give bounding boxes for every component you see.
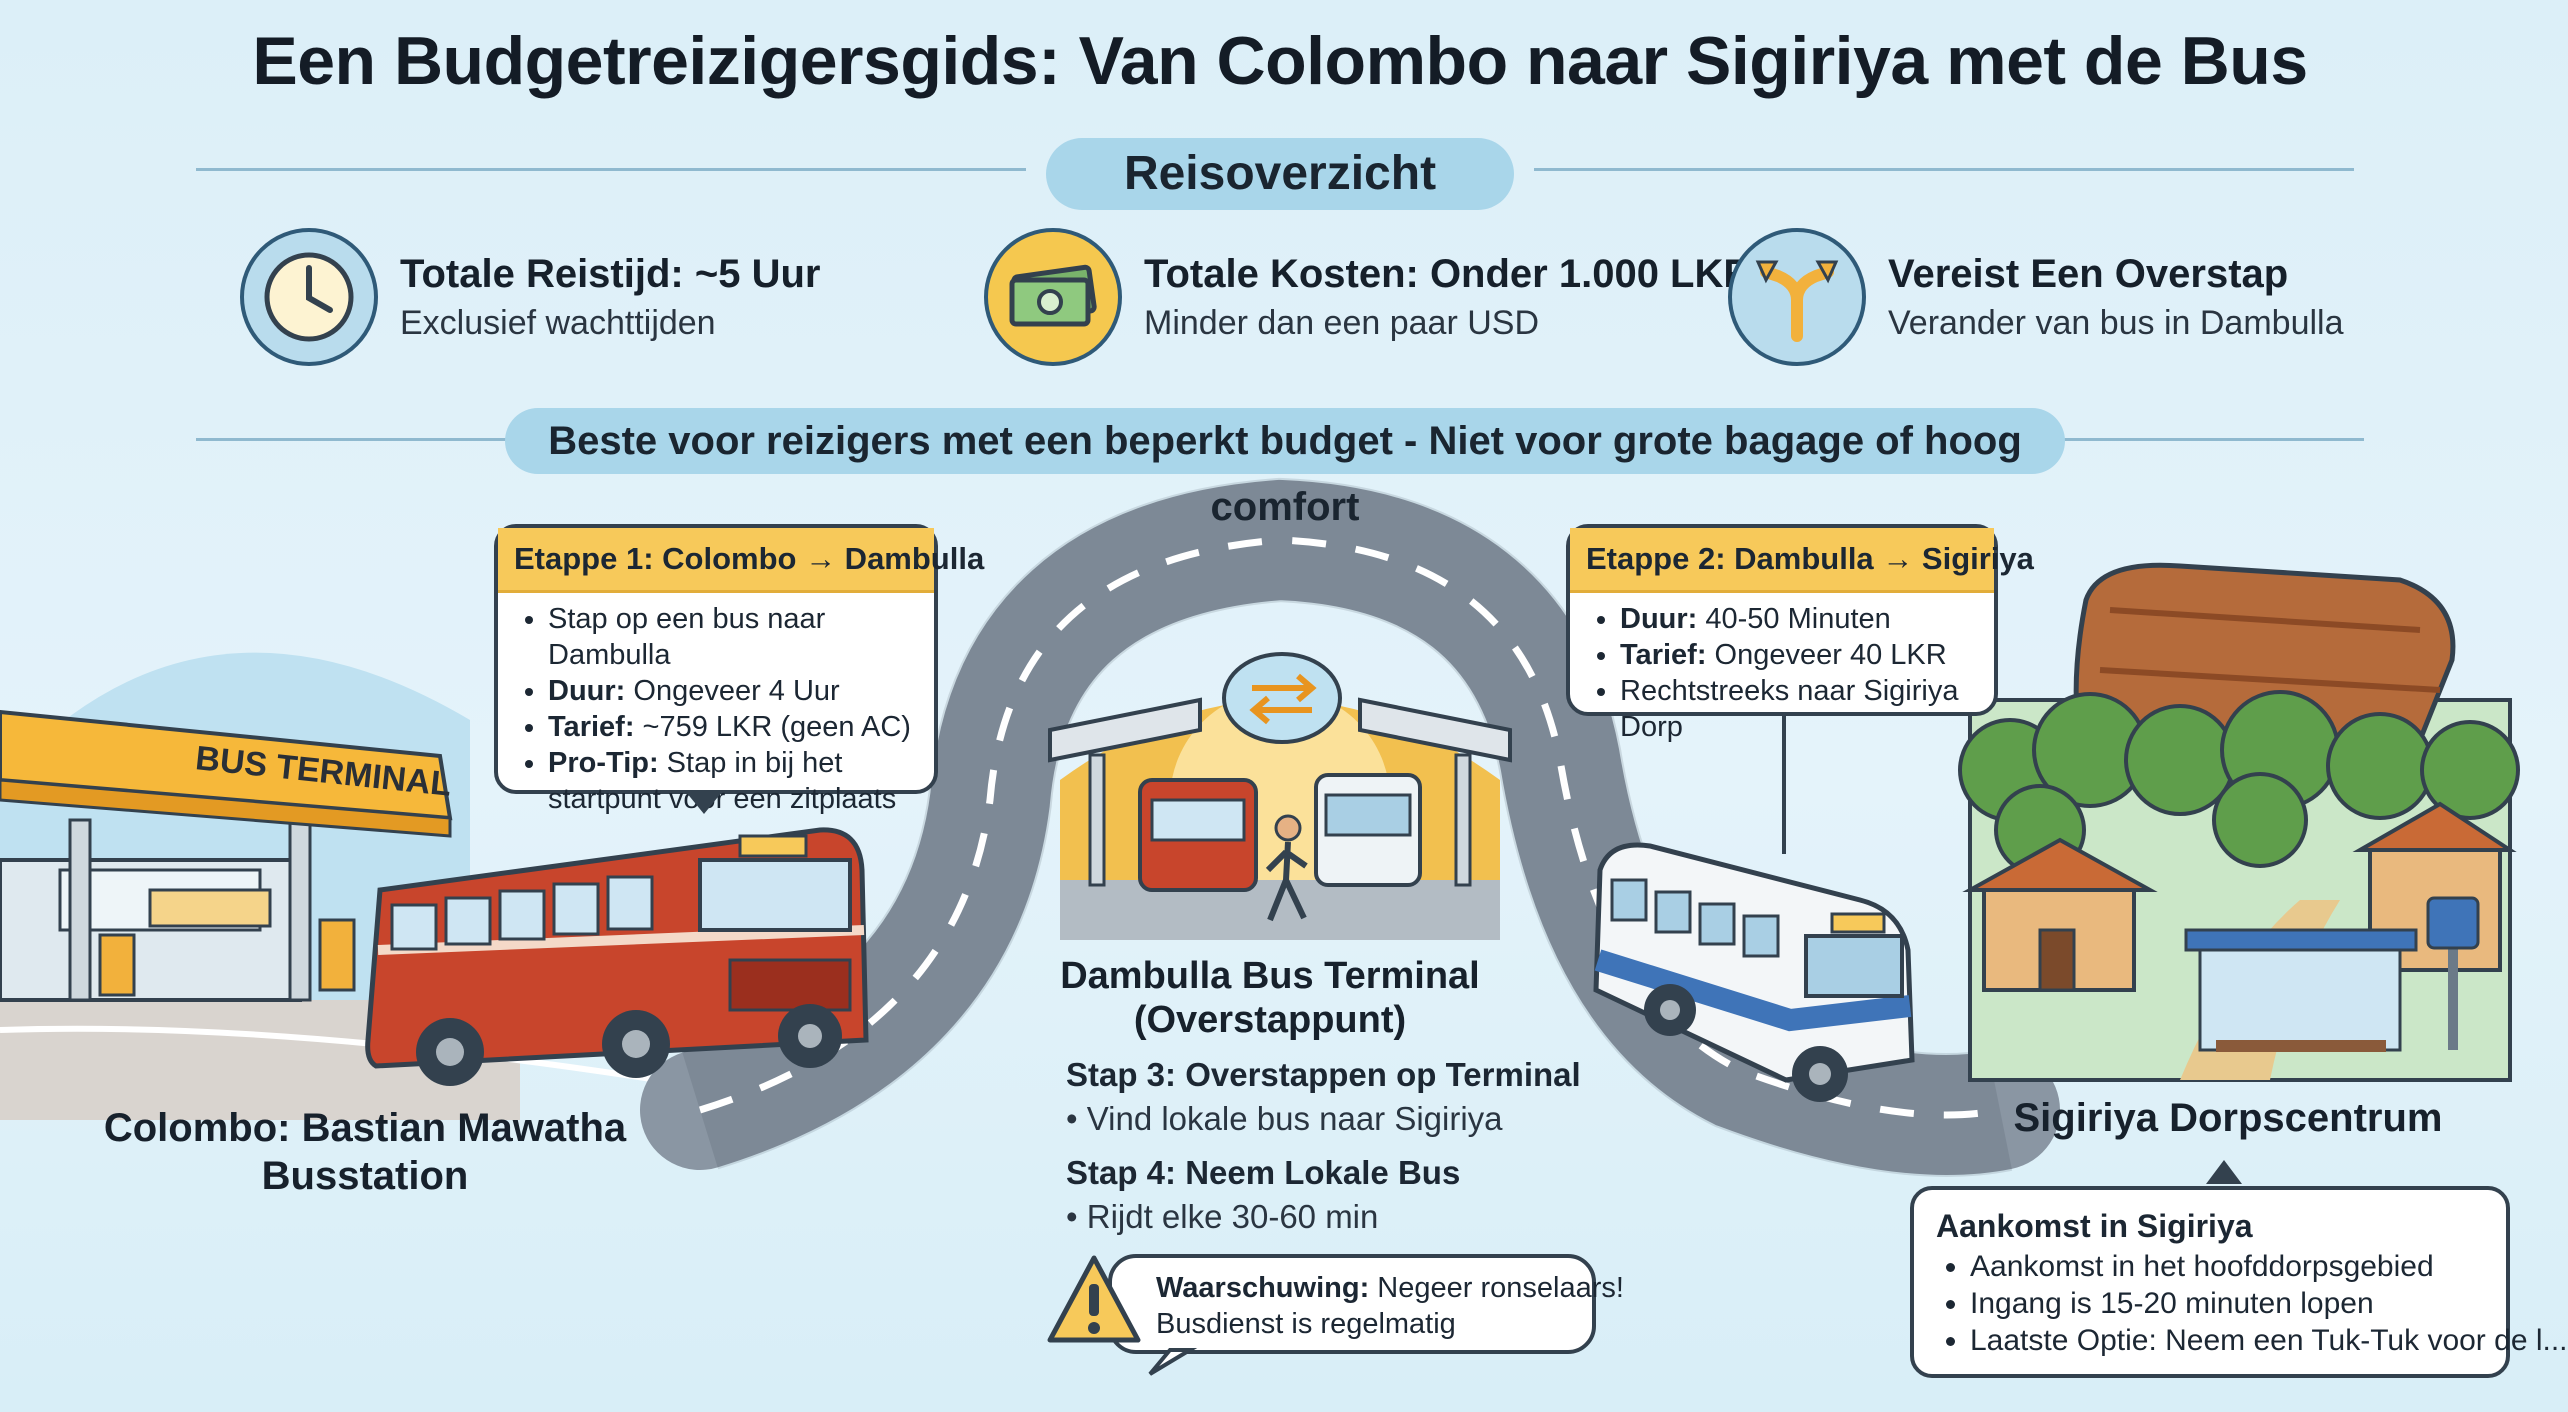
arrival-item: Aankomst in het hoofddorpsgebied [1970, 1248, 2510, 1285]
step4: Stap 4: Neem Lokale Bus • Rijdt elke 30-… [1066, 1154, 1586, 1236]
colombo-terminal: BUS TERMINAL [0, 709, 453, 1002]
leg1-header: Etappe 1: Colombo → Dambulla [498, 528, 984, 593]
leg1-item: Pro-Tip: Stap in bij het startpunt voor … [548, 745, 924, 817]
blue-white-bus [1593, 842, 1915, 1102]
leg1-item: Stap op een bus naar Dambulla [548, 601, 924, 673]
stat-heading: Vereist Een Overstap [1888, 252, 2289, 296]
leg1-item: Duur: Ongeveer 4 Uur [548, 673, 924, 709]
leg2-card: Etappe 2: Dambulla → Sigiriya Duur: 40-5… [1566, 524, 2034, 743]
leg2-item: Tarief: Ongeveer 40 LKR [1620, 637, 1984, 673]
leg1-card-pointer [686, 792, 722, 814]
leg2-header: Etappe 2: Dambulla → Sigiriya [1570, 528, 2034, 593]
arrival-item: Laatste Optie: Neem een Tuk-Tuk voor de … [1970, 1322, 2568, 1359]
split-arrow-icon [1728, 228, 1866, 366]
stat-heading: Totale Kosten: Onder 1.000 LKR [1144, 252, 1753, 296]
stat-travel-time: Totale Reistijd: ~5 Uur Exclusief wachtt… [240, 228, 860, 378]
leg2-item: Rechtstreeks naar Sigiriya Dorp [1620, 673, 1984, 745]
overview-divider-right [1534, 168, 2354, 171]
leg1-card: Etappe 1: Colombo → Dambulla Stap op een… [494, 524, 984, 815]
step3: Stap 3: Overstappen op Terminal • Vind l… [1066, 1056, 1586, 1138]
notice-divider-left [196, 438, 516, 441]
stat-total-cost: Totale Kosten: Onder 1.000 LKR Minder da… [984, 228, 1752, 378]
notice-divider-right [2054, 438, 2364, 441]
step4-heading: Stap 4: Neem Lokale Bus [1066, 1154, 1461, 1191]
leg2-item: Duur: 40-50 Minuten [1620, 601, 1984, 637]
step3-item: • Vind lokale bus naar Sigiriya [1066, 1100, 1503, 1137]
colombo-station-label: Colombo: Bastian Mawatha Busstation [103, 1106, 627, 1198]
red-bus [365, 827, 869, 1086]
warning-line1: Waarschuwing: Negeer ronselaars! [1156, 1272, 1624, 1304]
arrival-card-pointer [2206, 1160, 2242, 1184]
stat-subtext: Minder dan een paar USD [1144, 304, 1540, 342]
arrival-header: Aankomst in Sigiriya [1936, 1208, 2253, 1244]
dambulla-terminal-label: Dambulla Bus Terminal (Overstappunt) [1060, 955, 1480, 1041]
warning-note: Waarschuwing: Negeer ronselaars! Busdien… [1040, 1250, 1624, 1376]
stat-subtext: Exclusief wachttijden [400, 304, 716, 342]
step3-heading: Stap 3: Overstappen op Terminal [1066, 1056, 1581, 1093]
overview-label: Reisoverzicht [1046, 138, 1514, 210]
warning-icon [1047, 1255, 1141, 1343]
stat-heading: Totale Reistijd: ~5 Uur [400, 252, 821, 296]
step4-item: • Rijdt elke 30-60 min [1066, 1198, 1379, 1235]
sigiriya-rock-village [1958, 562, 2520, 1082]
leg2-card-pointer [1782, 714, 1786, 854]
clock-icon [240, 228, 378, 366]
dambulla-terminal [1048, 652, 1512, 940]
sigiriya-center-label: Sigiriya Dorpscentrum [2013, 1096, 2443, 1140]
warning-line2: Busdienst is regelmatig [1156, 1308, 1456, 1340]
stat-subtext: Verander van bus in Dambulla [1888, 304, 2344, 342]
page-title: Een Budgetreizigersgids: Van Colombo naa… [252, 23, 2308, 99]
leg1-item: Tarief: ~759 LKR (geen AC) [548, 709, 924, 745]
arrival-item: Ingang is 15-20 minuten lopen [1970, 1285, 2510, 1322]
money-icon [984, 228, 1122, 366]
arrival-card: Aankomst in Sigiriya Aankomst in het hoo… [1910, 1186, 2568, 1378]
budget-notice: Beste voor reizigers met een beperkt bud… [505, 408, 2065, 529]
overview-divider-left [196, 168, 1026, 171]
stat-transfer: Vereist Een Overstap Verander van bus in… [1728, 228, 2448, 378]
